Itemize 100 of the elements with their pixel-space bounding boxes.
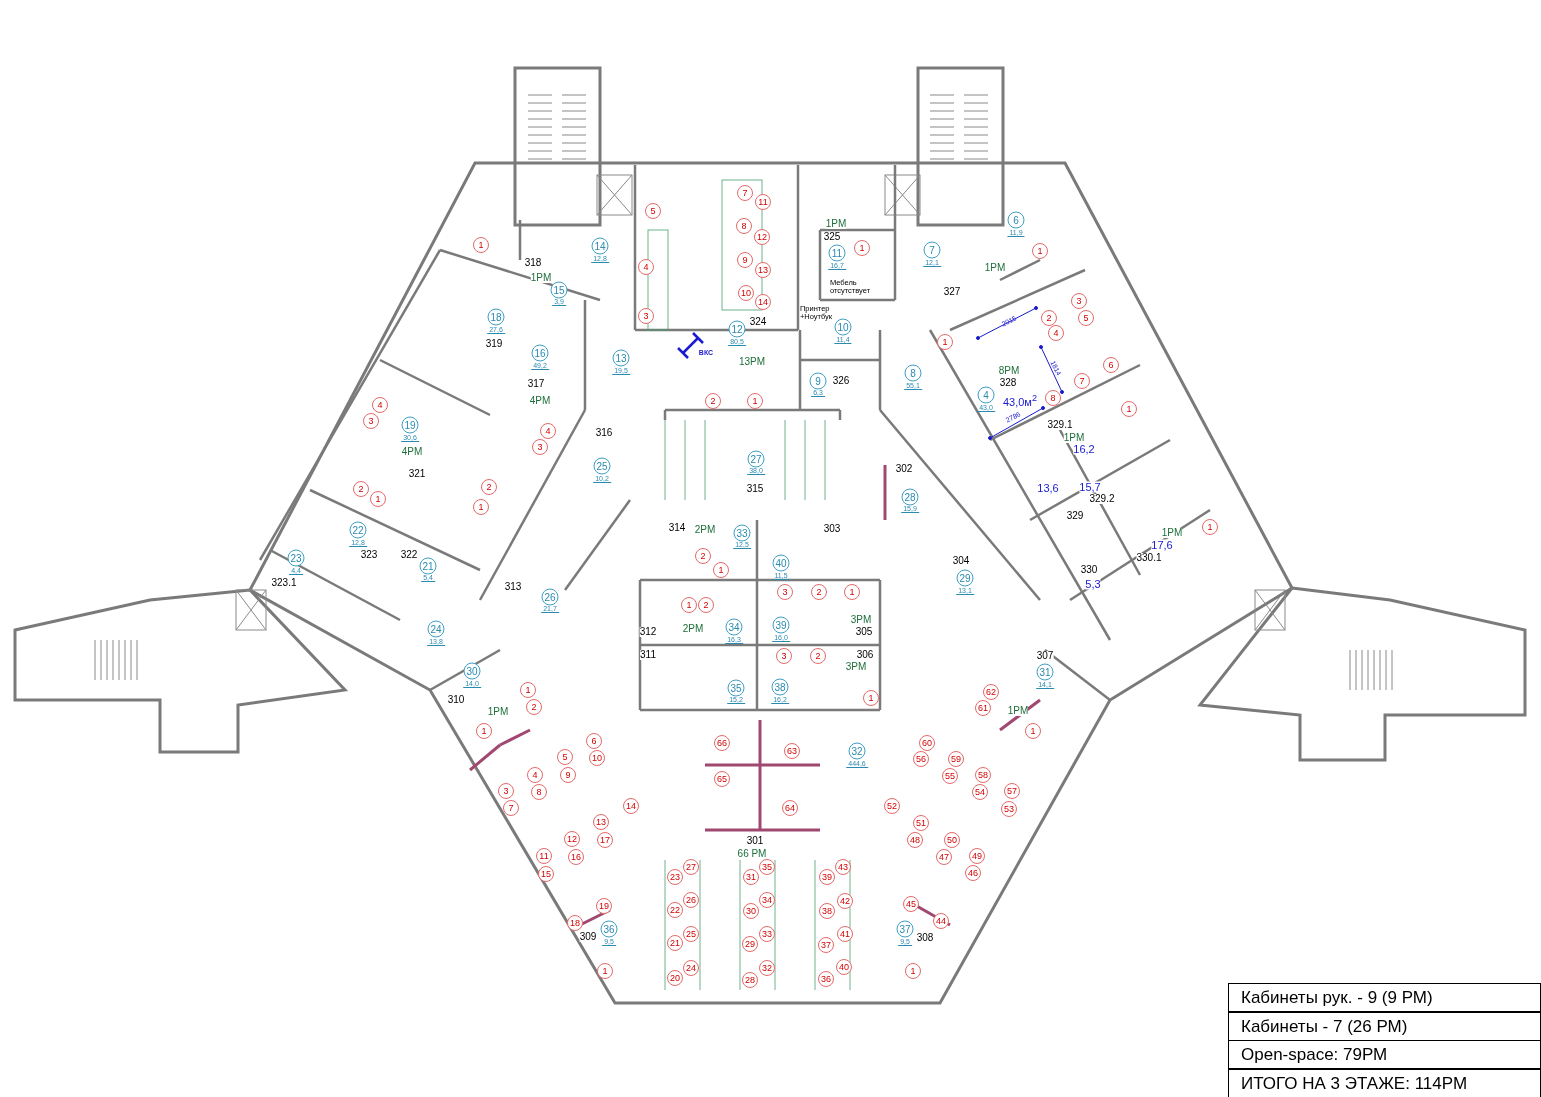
seat-number: 5 [645,203,661,219]
seat-number: 24 [683,960,699,976]
room-id-number: 24 [427,620,445,638]
seat-number: 57 [1004,783,1020,799]
room-id-number: 35 [727,679,745,697]
seat-number: 23 [667,869,683,885]
room-id-number: 23 [287,549,305,567]
seat-number: 4 [527,767,543,783]
seat-number: 3 [776,648,792,664]
room-number: 315 [746,484,764,494]
seat-number: 33 [759,926,775,942]
room-number: 323.1 [271,578,297,588]
seat-number: 53 [1001,801,1017,817]
room-id-number: 18 [487,308,505,326]
seat-number: 1 [713,562,729,578]
room-number: 327 [943,287,961,297]
room-number: 325 [823,232,841,242]
area-value: 43,0м$^{2}$ [1002,394,1038,408]
seat-number: 1 [476,723,492,739]
room-number: 307 [1036,651,1054,661]
seat-number: 1 [854,240,870,256]
seat-number: 3 [777,584,793,600]
seat-number: 66 [714,735,730,751]
seat-number: 4 [540,423,556,439]
seat-number: 60 [919,735,935,751]
room-id-number: 21 [419,557,437,575]
seat-number: 46 [965,865,981,881]
workplace-count: 1РМ [487,707,509,717]
area-value: 16,2 [1073,443,1095,455]
seat-number: 39 [819,869,835,885]
seat-number: 29 [742,936,758,952]
seat-number: 6 [586,733,602,749]
seat-number: 5 [1078,310,1094,326]
seat-number: 1 [1121,401,1137,417]
seat-number: 62 [983,684,999,700]
seat-number: 4 [638,259,654,275]
room-id-number: 29 [956,569,974,587]
workplace-count: 2РМ [694,525,716,535]
seat-number: 31 [743,869,759,885]
seat-number: 11 [755,194,771,210]
seat-number: 1 [597,963,613,979]
seat-number: 64 [782,800,798,816]
room-id-number: 16 [531,344,549,362]
room-id-number: 26 [541,588,559,606]
room-id-number: 33 [733,524,751,542]
workplace-count: 1РМ [1161,528,1183,538]
seat-number: 63 [784,743,800,759]
room-number: 306 [856,650,874,660]
seat-number: 4 [1048,325,1064,341]
summary-table-cell: Open-space: 79РМ [1228,1040,1541,1069]
seat-number: 1 [844,584,860,600]
summary-table-cell: ИТОГО НА 3 ЭТАЖЕ: 114РМ [1228,1068,1541,1097]
seat-number: 7 [1074,373,1090,389]
room-id-number: 9 [809,372,827,390]
seat-number: 2 [1041,310,1057,326]
room-number: 326 [832,376,850,386]
room-id-number: 13 [612,349,630,367]
seat-number: 4 [372,397,388,413]
room-number: 302 [895,464,913,474]
seat-number: 25 [683,926,699,942]
seat-number: 2 [705,393,721,409]
room-id-number: 8 [904,364,922,382]
seat-number: 41 [837,926,853,942]
seat-number: 1 [473,237,489,253]
room-id-number: 15 [550,281,568,299]
room-id-number: 28 [901,488,919,506]
seat-number: 14 [755,294,771,310]
seat-number: 12 [754,229,770,245]
seat-number: 3 [1071,293,1087,309]
seat-number: 2 [695,548,711,564]
seat-number: 13 [593,814,609,830]
seat-number: 49 [969,848,985,864]
room-number: 330 [1080,565,1098,575]
workplace-count: 1РМ [825,219,847,229]
seat-number: 1 [905,963,921,979]
seat-number: 37 [818,937,834,953]
area-value: 17,6 [1151,539,1173,551]
room-id-number: 37 [896,920,914,938]
seat-number: 2 [481,479,497,495]
room-number: 313 [504,582,522,592]
seat-number: 2 [811,584,827,600]
area-value: 15,7 [1079,481,1101,493]
seat-number: 17 [597,832,613,848]
room-id-number: 25 [593,457,611,475]
room-id-number: 7 [923,241,941,259]
seat-number: 34 [759,892,775,908]
seat-number: 44 [933,913,949,929]
room-number: 310 [447,695,465,705]
seat-number: 56 [913,751,929,767]
workplace-count: 1РМ [530,273,552,283]
seat-number: 3 [638,308,654,324]
seat-number: 2 [353,481,369,497]
room-id-number: 39 [772,616,790,634]
seat-number: 2 [526,699,542,715]
workplace-count: 1РМ [1007,706,1029,716]
room-number: 329 [1066,511,1084,521]
seat-number: 26 [683,892,699,908]
room-id-number: 40 [772,554,790,572]
room-id-number: 11 [828,244,846,262]
seat-number: 8 [736,218,752,234]
